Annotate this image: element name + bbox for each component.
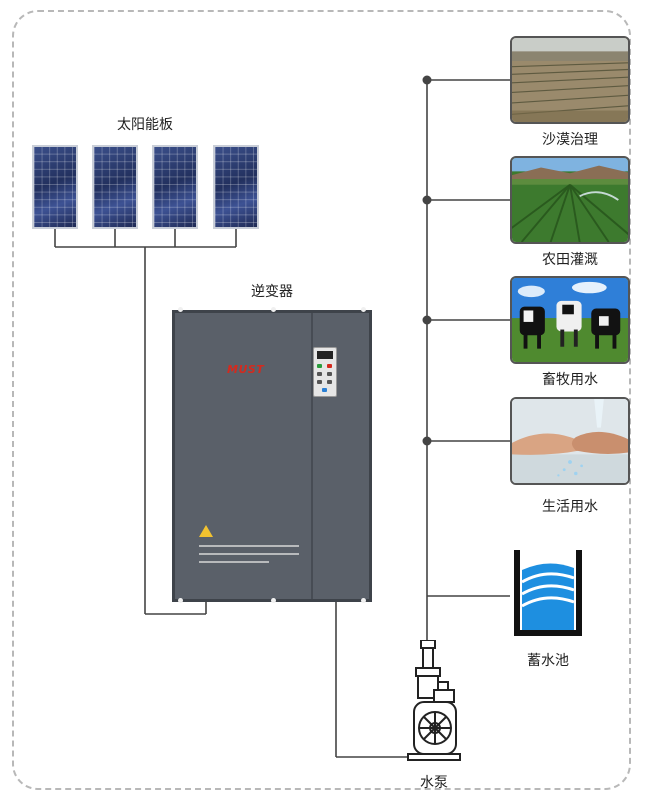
inverter-seam: [311, 313, 313, 599]
inverter-label: 逆变器: [251, 284, 293, 300]
junction-dot: [422, 315, 432, 325]
junction-dot: [422, 195, 432, 205]
farmland-irrigation-photo: [510, 156, 630, 244]
mount-bolt: [271, 598, 276, 603]
keypad-key: [327, 372, 332, 376]
desert-control-photo: [510, 36, 630, 124]
keypad-key: [317, 364, 322, 368]
keypad-screen: [317, 351, 333, 359]
domestic-water-label: 生活用水: [542, 499, 598, 515]
reservoir-icon: [514, 550, 582, 636]
mount-bolt: [178, 598, 183, 603]
mount-bolt: [361, 598, 366, 603]
farmland-irrigation-label: 农田灌溉: [542, 252, 598, 268]
solar-panel: [32, 145, 78, 229]
solar-panel: [213, 145, 259, 229]
keypad-key: [317, 372, 322, 376]
mount-bolt: [178, 307, 183, 312]
inverter-brand-logo: MUST: [227, 363, 265, 376]
inverter: MUST: [172, 307, 372, 603]
keypad-key: [322, 388, 327, 392]
livestock-water-label: 畜牧用水: [542, 372, 598, 388]
mount-bolt: [271, 307, 276, 312]
domestic-water-photo: [510, 397, 630, 485]
keypad-key: [327, 364, 332, 368]
warning-text-line: [199, 561, 269, 563]
keypad-key: [327, 380, 332, 384]
diagram-frame: [12, 10, 631, 790]
reservoir-label: 蓄水池: [527, 653, 569, 669]
warning-text-line: [199, 553, 299, 555]
water-pump-icon: [407, 640, 461, 761]
desert-control-label: 沙漠治理: [542, 132, 598, 148]
water-pump-label: 水泵: [420, 775, 448, 791]
inverter-keypad: [313, 347, 337, 397]
solar-panels-label: 太阳能板: [117, 117, 173, 133]
keypad-key: [317, 380, 322, 384]
junction-dot: [422, 436, 432, 446]
mount-bolt: [361, 307, 366, 312]
junction-dot: [422, 75, 432, 85]
solar-panel: [152, 145, 198, 229]
solar-panel: [92, 145, 138, 229]
warning-text-line: [199, 545, 299, 547]
livestock-water-photo: [510, 276, 630, 364]
warning-icon: [199, 525, 213, 537]
